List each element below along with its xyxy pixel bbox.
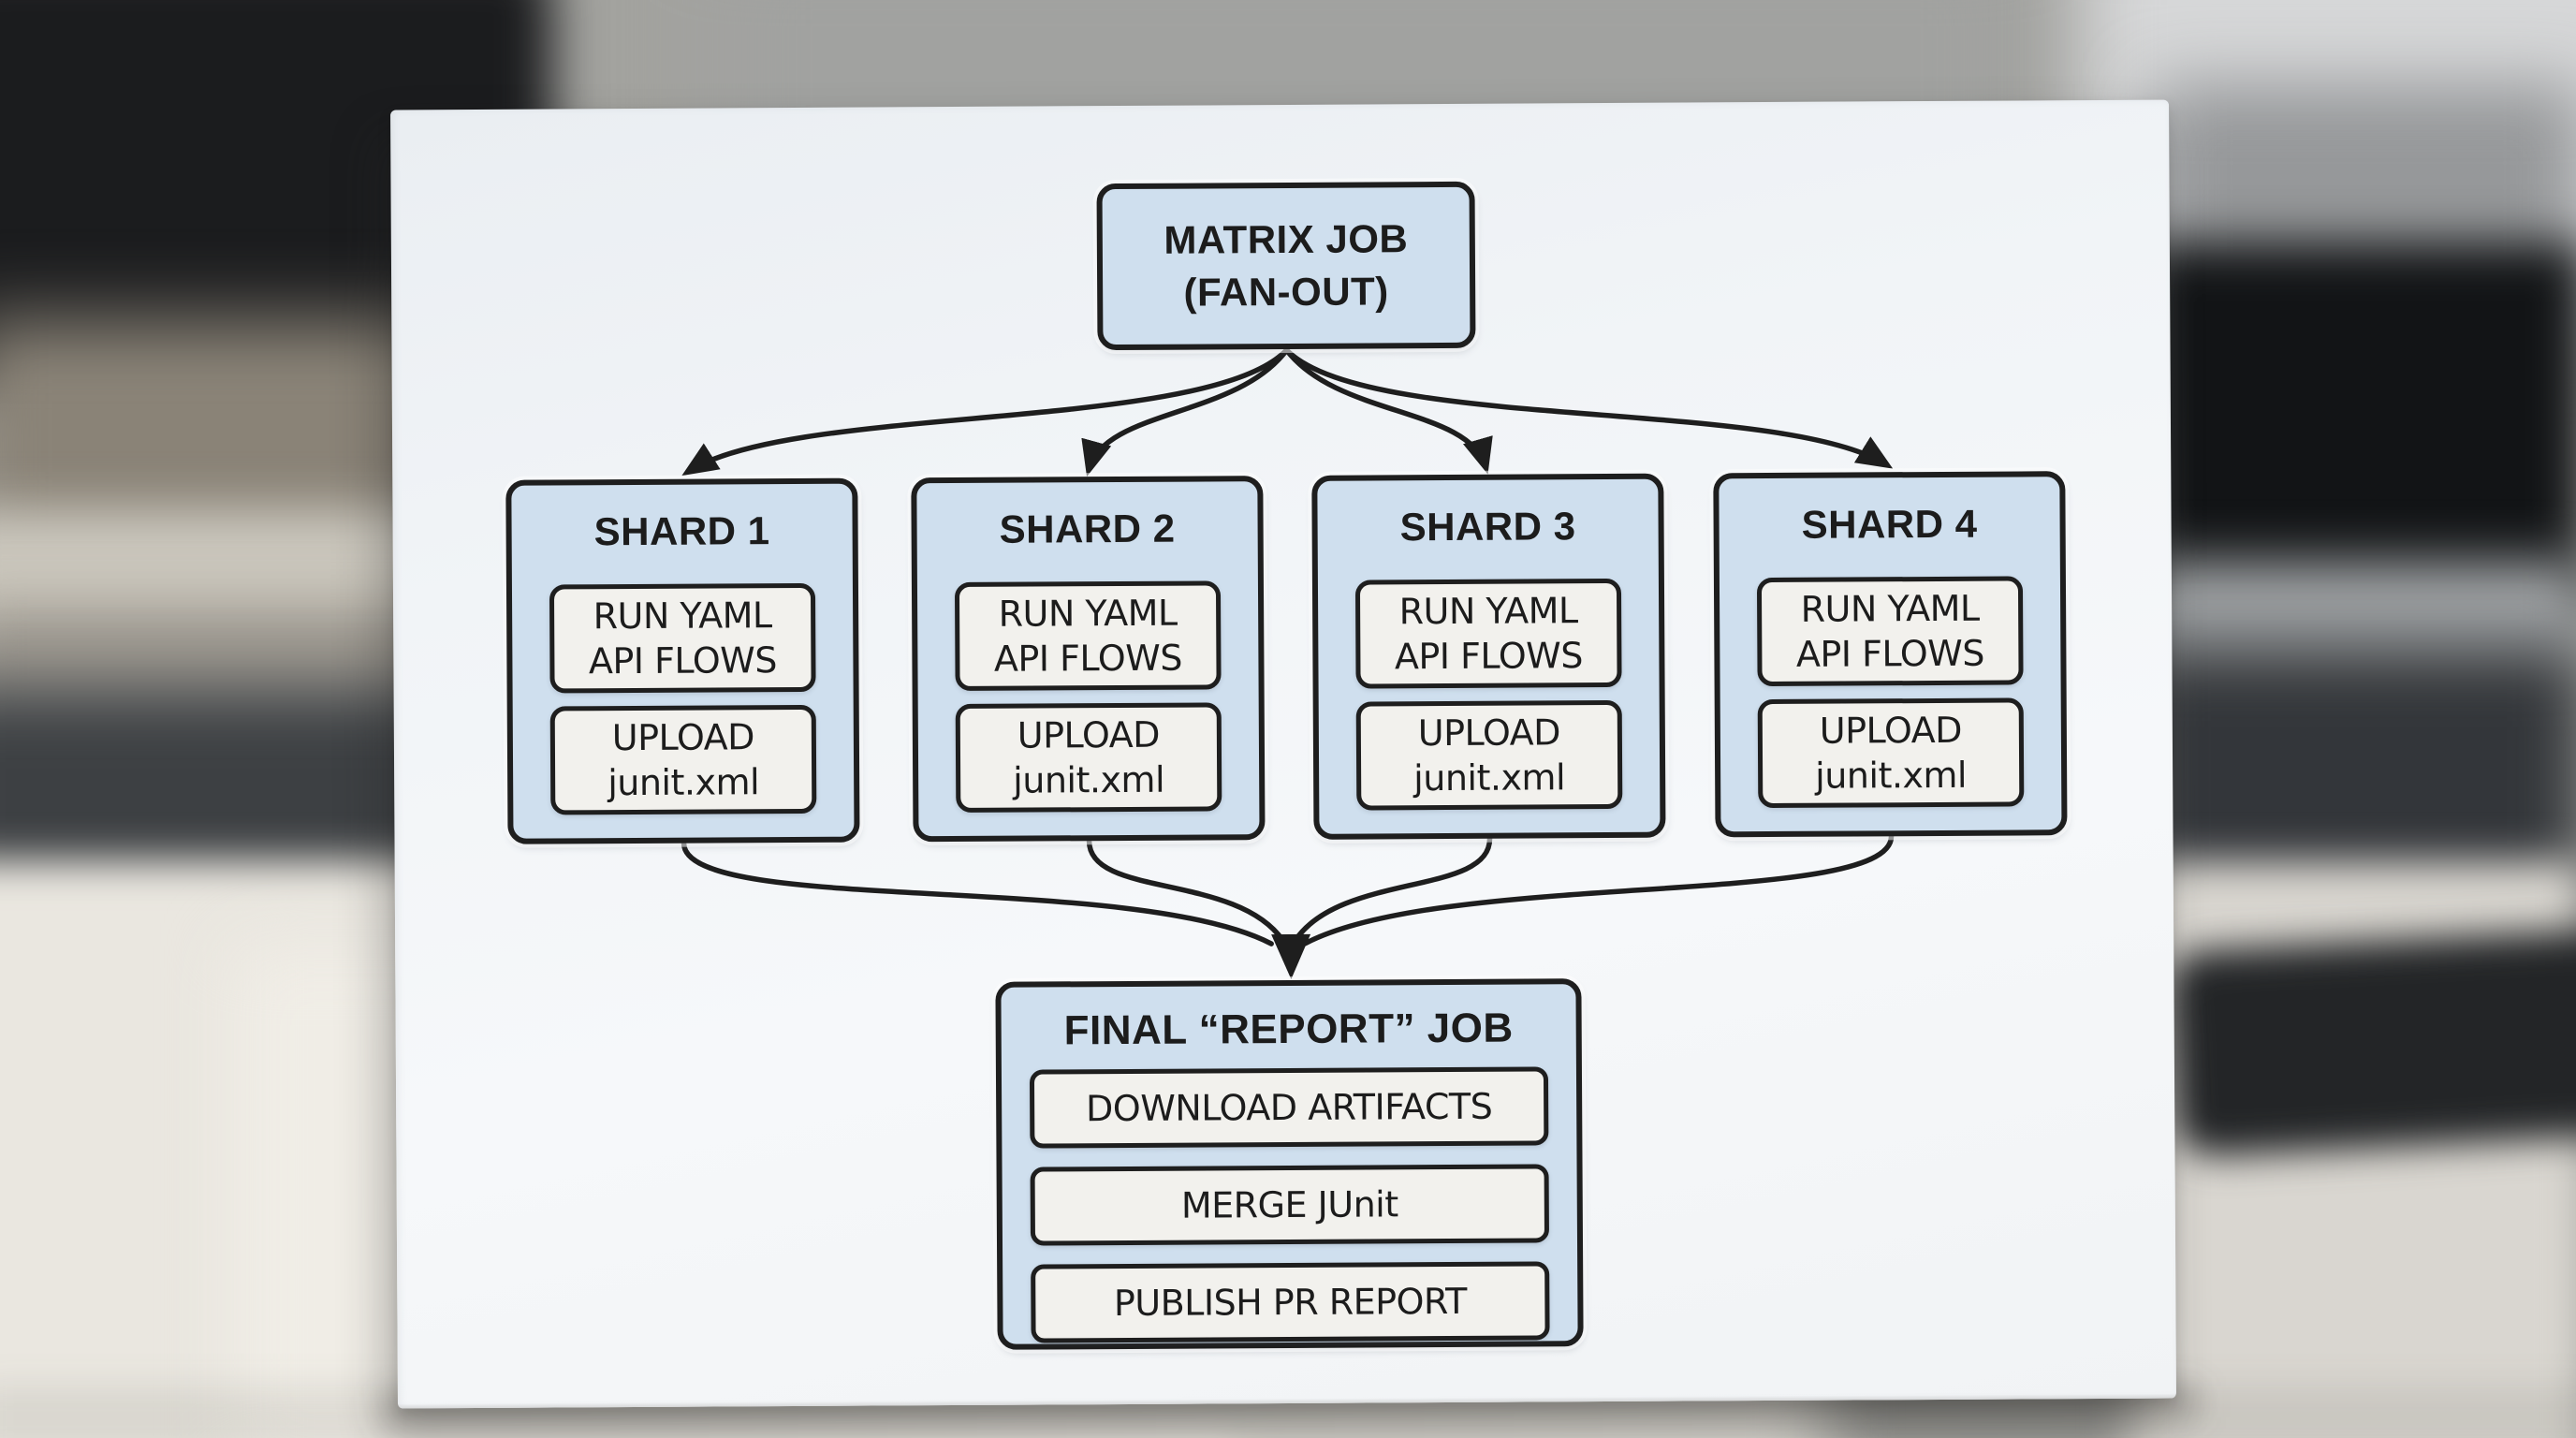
- shard-1-upload-step: UPLOAD junit.xml: [549, 704, 817, 815]
- final-report-title: FINAL “REPORT” JOB: [1063, 1005, 1514, 1054]
- arrow-layer: [681, 347, 1895, 979]
- shard-1-title: SHARD 1: [593, 508, 770, 554]
- shard-3-upload-step: UPLOAD junit.xml: [1355, 699, 1623, 811]
- shard-3-run-line2: API FLOWS: [1394, 635, 1584, 678]
- fanin-arrow-shard-3: [1293, 835, 1493, 943]
- shard-4-upload-step: UPLOAD junit.xml: [1757, 697, 2025, 809]
- shard-3-upload-line2: junit.xml: [1413, 756, 1566, 800]
- fanin-arrow-shard-1: [681, 840, 1274, 946]
- shard-4-upload-line2: junit.xml: [1815, 754, 1968, 797]
- final-step-download-label: DOWNLOAD ARTIFACTS: [1085, 1085, 1493, 1130]
- shard-4-title: SHARD 4: [1801, 501, 1978, 547]
- matrix-job-label-line2: (FAN-OUT): [1183, 269, 1389, 315]
- matrix-job-node: MATRIX JOB (FAN-OUT): [1096, 181, 1476, 351]
- shard-2-upload-line1: UPLOAD: [1017, 713, 1161, 756]
- final-step-publish-label: PUBLISH PR REPORT: [1113, 1280, 1467, 1325]
- shard-1-node: SHARD 1 RUN YAML API FLOWS UPLOAD junit.…: [505, 477, 860, 844]
- blurred-monitor-right: [2144, 243, 2576, 609]
- shard-2-run-line1: RUN YAML: [998, 592, 1178, 635]
- shard-2-title: SHARD 2: [999, 506, 1176, 551]
- shard-4-run-line2: API FLOWS: [1795, 632, 1985, 675]
- shard-1-run-line2: API FLOWS: [588, 639, 778, 682]
- fanout-arrow-shard-2: [1081, 347, 1290, 477]
- shard-1-run-line1: RUN YAML: [593, 594, 772, 638]
- shard-1-upload-line2: junit.xml: [607, 761, 760, 804]
- final-report-node: FINAL “REPORT” JOB DOWNLOAD ARTIFACTS ME…: [995, 978, 1584, 1350]
- fanout-arrow-shard-3: [1283, 347, 1493, 475]
- shard-3-title: SHARD 3: [1399, 504, 1576, 550]
- final-step-publish-pr-report: PUBLISH PR REPORT: [1031, 1261, 1550, 1343]
- shard-2-upload-step: UPLOAD junit.xml: [955, 702, 1222, 814]
- shard-4-run-line1: RUN YAML: [1800, 587, 1980, 630]
- shard-3-run-step: RUN YAML API FLOWS: [1354, 578, 1622, 689]
- shard-2-run-step: RUN YAML API FLOWS: [954, 580, 1222, 692]
- shard-3-run-line1: RUN YAML: [1398, 590, 1578, 633]
- poster-card: MATRIX JOB (FAN-OUT) SHARD 1 RUN YAML AP…: [390, 99, 2176, 1409]
- fanin-arrow-shard-4: [1302, 833, 1895, 946]
- shard-1-run-step: RUN YAML API FLOWS: [549, 582, 816, 694]
- final-step-merge-label: MERGE JUnit: [1180, 1183, 1398, 1226]
- fanin-arrowhead: [1271, 933, 1311, 979]
- shard-2-upload-line2: junit.xml: [1013, 758, 1165, 801]
- shard-3-upload-line1: UPLOAD: [1417, 712, 1561, 755]
- blurred-keyboard: [2166, 920, 2576, 1158]
- fanin-arrow-shard-2: [1086, 838, 1285, 943]
- fanout-arrow-shard-1: [681, 347, 1290, 477]
- shard-1-upload-line1: UPLOAD: [611, 716, 755, 759]
- fanout-arrow-shard-4: [1283, 347, 1894, 469]
- shard-2-run-line2: API FLOWS: [993, 637, 1183, 680]
- shard-4-node: SHARD 4 RUN YAML API FLOWS UPLOAD junit.…: [1713, 471, 2068, 838]
- shard-3-node: SHARD 3 RUN YAML API FLOWS UPLOAD junit.…: [1311, 473, 1666, 840]
- shard-2-node: SHARD 2 RUN YAML API FLOWS UPLOAD junit.…: [911, 476, 1266, 843]
- final-step-merge-junit: MERGE JUnit: [1030, 1164, 1550, 1246]
- shard-4-run-step: RUN YAML API FLOWS: [1756, 576, 2024, 687]
- matrix-job-label-line1: MATRIX JOB: [1164, 216, 1409, 262]
- final-step-download-artifacts: DOWNLOAD ARTIFACTS: [1029, 1066, 1549, 1149]
- shard-4-upload-line1: UPLOAD: [1819, 709, 1963, 752]
